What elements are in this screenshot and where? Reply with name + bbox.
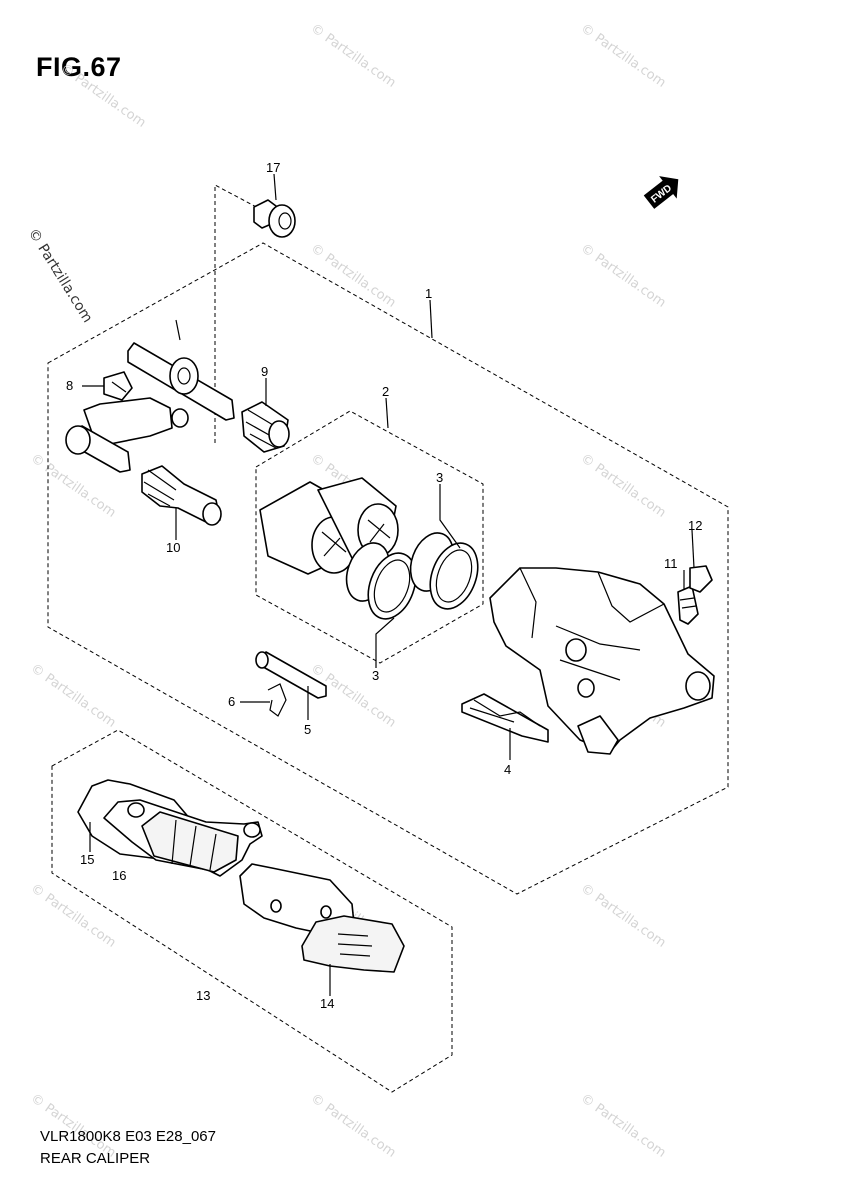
- part-3-seals: [345, 532, 479, 620]
- caliper-assembly-box: [47, 242, 729, 895]
- callout-15: 15: [80, 852, 94, 867]
- brake-pad-set-box: [51, 729, 453, 1093]
- callout-labels: 17 1 2 3 3 8 9 10 11 12 5 6 4 15 16 13 1…: [66, 160, 702, 1011]
- callout-10: 10: [166, 540, 180, 555]
- callout-3-upper: 3: [436, 470, 443, 485]
- watermark: © Partzilla.com: [578, 1091, 669, 1161]
- watermark: © Partzilla.com: [308, 241, 399, 311]
- watermark: © Partzilla.com: [578, 21, 669, 91]
- callout-1: 1: [425, 286, 432, 301]
- watermark: © Partzilla.com: [578, 881, 669, 951]
- part-4-pad-spring: [461, 693, 549, 743]
- callout-13: 13: [196, 988, 210, 1003]
- part-17-bolt: [253, 199, 296, 238]
- watermark: © Partzilla.com: [308, 21, 399, 91]
- callout-6: 6: [228, 694, 235, 709]
- watermark: © Partzilla.com: [28, 881, 119, 951]
- watermark: © Partzilla.com: [28, 661, 119, 731]
- callout-4: 4: [504, 762, 511, 777]
- part-10-boot-pin: [141, 465, 222, 526]
- part-16-brake-pad: [103, 799, 263, 877]
- piston-kit-box: [255, 410, 484, 664]
- callout-16: 16: [112, 868, 126, 883]
- part-5-pad-pin: [255, 651, 327, 699]
- watermark: © Partzilla.com: [58, 61, 149, 131]
- watermark: © Partzilla.com: [308, 1091, 399, 1161]
- slide-pin-lower: [65, 425, 131, 473]
- callout-17: 17: [266, 160, 280, 175]
- callout-3-lower: 3: [372, 668, 379, 683]
- callout-12: 12: [688, 518, 702, 533]
- slide-pin-upper: [127, 319, 235, 421]
- side-watermark: © Partzilla.com: [25, 226, 96, 326]
- diagram-name: REAR CALIPER: [40, 1150, 151, 1167]
- watermark: © Partzilla.com: [578, 241, 669, 311]
- callout-14: 14: [320, 996, 334, 1011]
- callout-8: 8: [66, 378, 73, 393]
- part-11-bleeder: [677, 565, 713, 625]
- part-9-boot: [241, 401, 290, 453]
- figure-title: FIG.67: [36, 52, 122, 82]
- callout-2: 2: [382, 384, 389, 399]
- callout-9: 9: [261, 364, 268, 379]
- part-2-pistons: [259, 477, 399, 575]
- part-14-brake-pad: [239, 863, 405, 973]
- part-8-clip: [103, 371, 133, 401]
- part-6-clip: [267, 683, 287, 717]
- forward-arrow-icon: FWD: [643, 176, 679, 209]
- diagram-code: VLR1800K8 E03 E28_067: [40, 1128, 216, 1145]
- callout-11: 11: [664, 556, 678, 571]
- callout-5: 5: [304, 722, 311, 737]
- watermark: © Partzilla.com: [578, 451, 669, 521]
- part-12-caliper-body: [489, 567, 715, 755]
- leader-lines: [82, 173, 695, 996]
- bolt-guide-line: [214, 184, 263, 443]
